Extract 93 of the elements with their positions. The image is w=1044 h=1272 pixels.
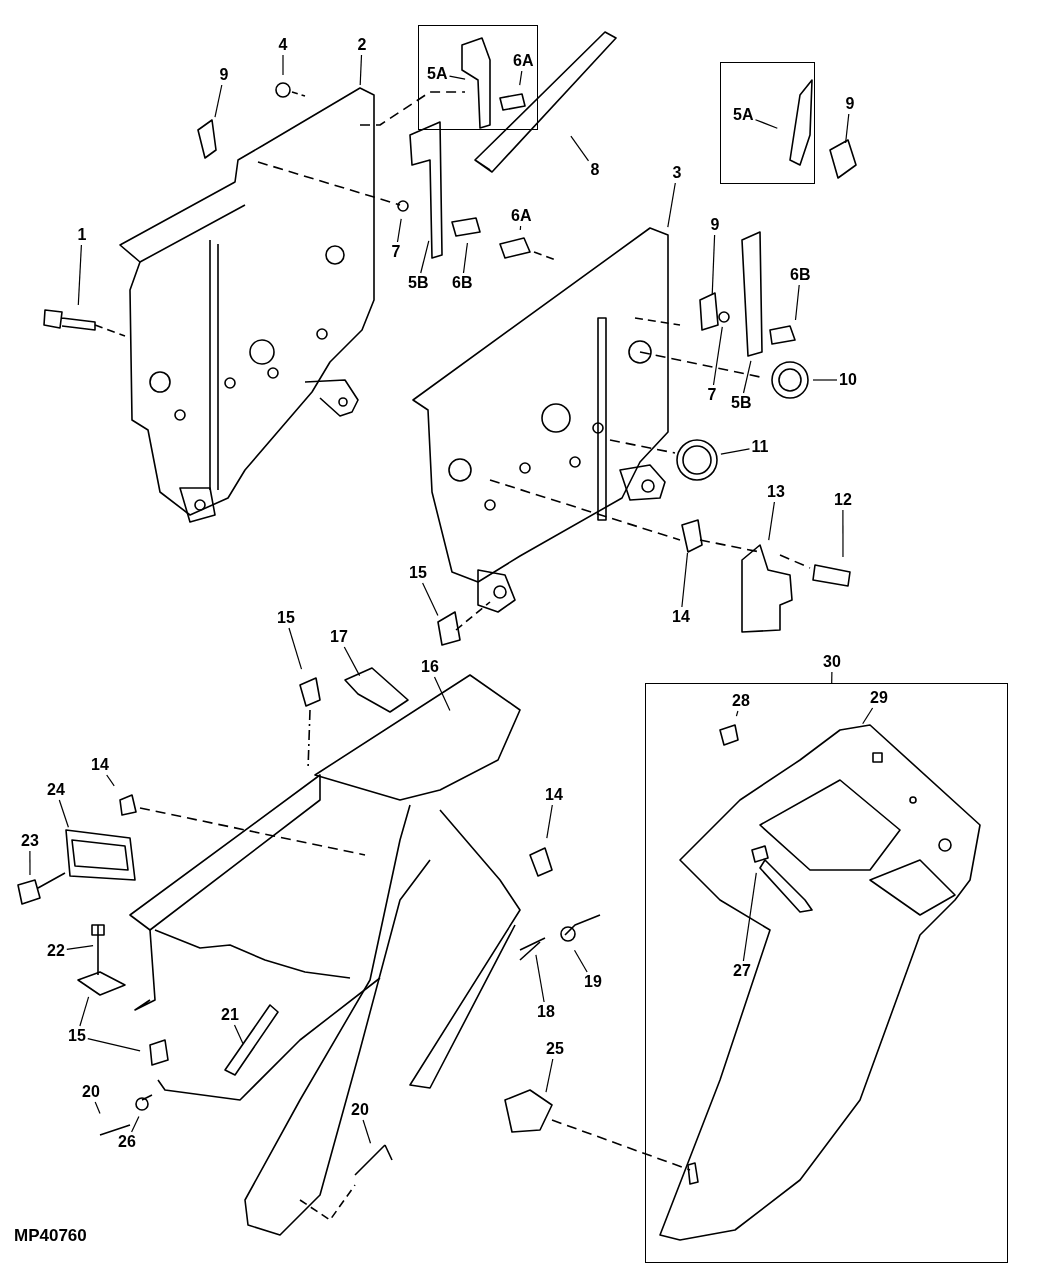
callout-number: 12 [833,491,853,509]
leader-line [546,804,553,839]
callout-number: 6B [451,274,474,292]
callout-number: 29 [869,689,889,707]
callout-number: 13 [766,483,786,501]
callout-number: 7 [390,243,402,261]
callout-number: 30 [822,653,842,671]
callout-number: 6B [789,266,812,284]
callout-number: 22 [46,942,66,960]
leader-line [433,676,451,712]
inset-frame [418,25,538,130]
callout-number: 18 [536,1003,556,1021]
leader-line [845,113,850,144]
leader-line [545,1058,554,1093]
callout-number: 15 [408,564,428,582]
callout-number: 14 [671,608,691,626]
leader-line [862,707,874,725]
leader-line [29,850,31,876]
leader-line [842,509,844,558]
leader-line [681,552,689,608]
callout-number: 6A [512,52,535,70]
leader-line [233,1024,244,1045]
leader-line [519,70,523,86]
leader-line [742,872,757,962]
callout-number: 8 [589,161,601,179]
callout-number: 15 [67,1027,87,1045]
leader-line [794,284,800,321]
leader-line [712,326,723,386]
callout-number: 9 [844,95,856,113]
callout-number: 17 [329,628,349,646]
leader-line [77,244,82,306]
leader-line [420,240,430,274]
leader-line [422,582,439,617]
callout-number: 19 [583,973,603,991]
leader-line [831,671,833,684]
leader-line [362,1119,372,1144]
leader-line [79,996,90,1027]
leader-line [573,949,588,973]
leader-line [519,225,522,231]
leader-line [735,710,739,717]
leader-line [812,379,838,381]
callout-number: 14 [544,786,564,804]
callout-number: 10 [838,371,858,389]
callout-number: 20 [350,1101,370,1119]
callout-number: 1 [76,226,88,244]
leader-line [94,1101,101,1114]
leader-line [58,799,69,828]
callout-number: 15 [276,609,296,627]
leader-line [214,84,223,118]
callout-number: 9 [218,66,230,84]
leader-line [754,119,778,129]
callout-number: 4 [277,36,289,54]
callout-number: 25 [545,1040,565,1058]
callout-number: 6A [510,207,533,225]
callout-number: 5A [732,106,755,124]
leader-line [359,54,363,86]
inset-frame [645,683,1008,1263]
callout-number: 14 [90,756,110,774]
callout-number: 28 [731,692,751,710]
callout-number: 24 [46,781,66,799]
leader-line [720,448,751,455]
leader-line [106,774,115,787]
inset-frame [720,62,815,184]
callout-number: 7 [706,386,718,404]
leader-line [570,135,590,162]
leader-line [66,945,94,950]
callout-number: 26 [117,1133,137,1151]
callout-number: 2 [356,36,368,54]
callout-number: 5B [407,274,430,292]
leader-line [667,182,676,228]
callout-number: 27 [732,962,752,980]
leader-line [768,501,775,541]
leader-line [742,360,752,394]
callout-number: 9 [709,216,721,234]
leader-line [282,54,284,76]
leader-line [343,646,361,677]
leader-line [87,1038,141,1052]
leader-line [288,627,303,670]
figure-code: MP40760 [14,1226,87,1246]
callout-number: 16 [420,658,440,676]
callout-number: 21 [220,1006,240,1024]
leader-line [535,954,545,1003]
callout-number: 20 [81,1083,101,1101]
leader-line [131,1115,140,1133]
callout-number: 5A [426,65,449,83]
leader-line [711,234,716,296]
callout-number: 11 [750,438,770,456]
callout-number: 5B [730,394,753,412]
leader-line [396,218,402,243]
callout-number: 23 [20,832,40,850]
leader-line [462,242,468,274]
callout-number: 3 [671,164,683,182]
leader-line [448,75,466,80]
